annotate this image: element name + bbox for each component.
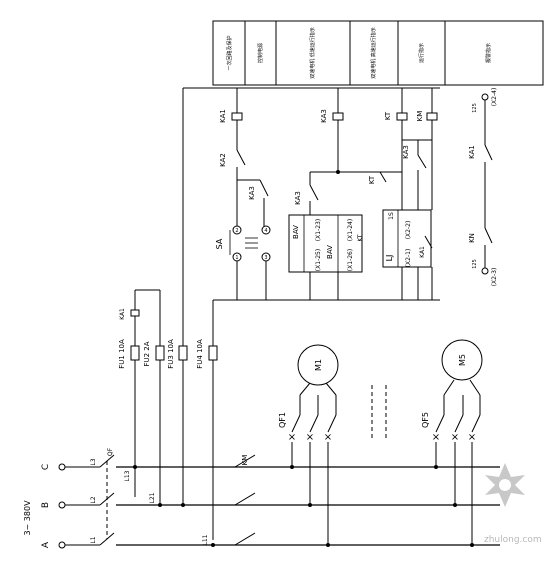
title-block: 一次回路及保护 控制电源 双速电机 低速运行指示 双速电机 高速运行指示 运行指… — [212, 20, 544, 86]
phase-a: A — [41, 541, 51, 548]
watermark: zhulong.com — [484, 463, 542, 545]
sa-pos-2: 2 — [235, 228, 238, 234]
motor-m5 — [441, 339, 483, 381]
control-circuit: KA1 KA2 KA3 2 4 1 3 SA KA3 K — [182, 87, 498, 497]
power-bus: C B A 3~ 380V L3 L2 L1 QF L13 L21 L11 KM — [23, 447, 500, 549]
sa-pos-4: 4 — [264, 228, 267, 234]
sa-label: SA — [215, 238, 224, 249]
rc-term-bottom: (X2-3) — [491, 268, 498, 287]
watermark-text: zhulong.com — [484, 535, 542, 545]
title-cell-1: 一次回路及保护 — [226, 35, 233, 70]
sa-pos-3: 3 — [264, 255, 267, 261]
svg-text:×: × — [432, 432, 440, 443]
bav-term-2: (X1-24) — [347, 219, 354, 241]
title-cell-4: 双速电机 高速运行指示 — [370, 27, 377, 79]
svg-text:×: × — [324, 432, 332, 443]
ka1-nc-label: KA1 — [419, 246, 426, 258]
lj-term-2: (X2-1) — [405, 249, 412, 268]
bav-top: BAV — [292, 225, 300, 239]
fuse-branches: KA1 FU1 10A FU2 2A FU3 10A FU4 10A — [118, 289, 218, 540]
fuse-extra-label: KA1 — [119, 308, 126, 320]
supply-voltage: 3~ 380V — [23, 500, 32, 536]
motor-m1-label: M1 — [314, 359, 323, 371]
ka3-contact-label: KA3 — [248, 186, 256, 200]
rc-contact-top: KA1 — [468, 145, 476, 159]
bav-kt: KT — [357, 234, 364, 241]
km-contact-label: KM — [241, 455, 249, 466]
ka1-coil-label: KA1 — [219, 109, 227, 123]
bus-tag-l21: L21 — [149, 492, 156, 503]
fuse-2: FU2 2A — [143, 341, 151, 366]
kt-contact-label: KT — [368, 175, 376, 184]
rc-num-top: 125 — [472, 103, 478, 113]
lj-num: 1S — [388, 212, 395, 220]
bav-bottom: BAV — [326, 245, 334, 259]
qf5-label: QF5 — [421, 412, 430, 428]
rc-term-top: (X2-4) — [491, 88, 498, 107]
term-l3: L3 — [90, 458, 97, 465]
qf1-label: QF1 — [278, 412, 287, 428]
term-l1: L1 — [90, 536, 97, 543]
fuse-1: FU1 10A — [118, 339, 126, 369]
bus-tag-l13: L13 — [124, 470, 131, 481]
svg-text:×: × — [451, 432, 459, 443]
phase-b: B — [41, 502, 51, 508]
term-l2: L2 — [90, 496, 97, 503]
rc-contact-bottom: KN — [468, 233, 476, 243]
rc-num-bottom: 125 — [472, 259, 478, 269]
bav-term-1: (X1-23) — [315, 219, 322, 241]
motor-m1 — [297, 344, 339, 386]
ka3-nc-label: KA3 — [294, 191, 302, 205]
motor-m1-branch: × × × QF1 M1 — [278, 344, 339, 545]
svg-text:×: × — [288, 432, 296, 443]
bus-tag-l11: L11 — [202, 534, 209, 545]
km-coil-label: KM — [416, 111, 424, 122]
motor-m5-branch: × × × QF5 M5 — [421, 339, 483, 545]
lj-term-1: (X2-2) — [405, 221, 412, 240]
ka3-coil-label: KA3 — [320, 109, 328, 123]
title-cell-6: 报警指示 — [485, 43, 492, 63]
bav-term-4: (X1-26) — [347, 249, 354, 271]
qf-label: QF — [107, 447, 114, 456]
svg-text:×: × — [468, 432, 476, 443]
bav-term-3: (X1-25) — [315, 249, 322, 271]
ka3-c3-label: KA3 — [402, 145, 410, 159]
sa-pos-1: 1 — [235, 255, 238, 261]
fuse-4: FU4 10A — [196, 339, 204, 369]
svg-text:×: × — [306, 432, 314, 443]
fuse-3: FU3 10A — [167, 339, 175, 369]
lj-label: LJ — [385, 255, 394, 262]
title-cell-5: 运行指示 — [418, 43, 425, 63]
ka2-contact-label: KA2 — [219, 153, 227, 167]
title-cell-3: 双速电机 低速运行指示 — [309, 27, 316, 79]
motor-m5-label: M5 — [458, 354, 467, 366]
title-cell-2: 控制电源 — [257, 43, 264, 63]
kt-coil-label: KT — [384, 111, 392, 120]
phase-c: C — [41, 464, 51, 470]
